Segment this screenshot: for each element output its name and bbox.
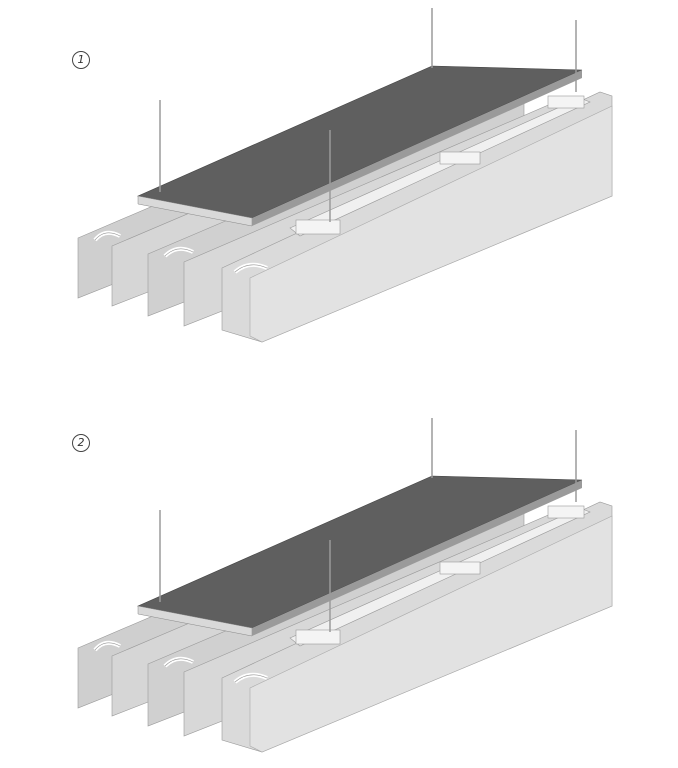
assembly-1 [76,6,614,344]
figure-label-2: 2 [72,434,90,452]
figure-label-1: 1 [72,51,90,69]
assembly-2 [76,416,614,754]
